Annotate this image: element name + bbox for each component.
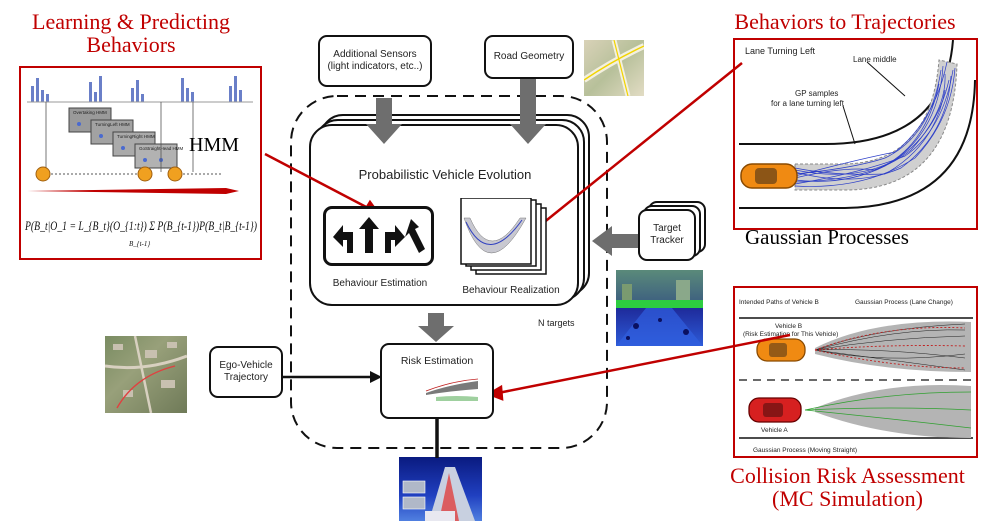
hmm-label: HMM: [189, 134, 240, 156]
gp-samples-line1: GP samples: [795, 89, 838, 98]
target-tracker-line1: Target: [653, 222, 681, 234]
trajectories-title: Behaviors to Trajectories: [700, 10, 990, 33]
hmm-figure: Overtaking HMM TurningLeft HMM TurningRi…: [24, 76, 257, 248]
gp-lane-middle: Lane middle: [853, 55, 897, 64]
risk-output-render: [399, 457, 482, 521]
risk-mini-plot: [425, 378, 479, 401]
collision-title-line1: Collision Risk Assessment: [730, 463, 965, 488]
risk-vehicle-b-line2: (Risk Estimation for This Vehicle): [743, 331, 838, 338]
road-map-thumbnail: [584, 40, 644, 96]
pve-title: Probabilistic Vehicle Evolution: [358, 167, 532, 182]
behaviour-estimation-icon: [323, 206, 434, 266]
risk-estimation-label: Risk Estimation: [400, 355, 474, 367]
additional-sensors-line1: Additional Sensors: [333, 48, 417, 60]
hmm-cell-2: TurningLeft HMM: [95, 122, 130, 127]
behaviour-estimation-label: Behaviour Estimation: [332, 278, 428, 289]
gp-lane-turning-left: Lane Turning Left: [745, 46, 816, 56]
n-targets-label: N targets: [538, 318, 575, 328]
ego-vehicle-box: Ego-Vehicle Trajectory: [209, 346, 283, 398]
hmm-sum-subscript: B_{t-1}: [129, 240, 150, 248]
risk-vehicle-a: Vehicle A: [761, 427, 788, 434]
hmm-panel: Overtaking HMM TurningLeft HMM TurningRi…: [19, 66, 262, 260]
collision-title: Collision Risk Assessment (MC Simulation…: [700, 464, 995, 510]
target-tracker-box: Target Tracker: [638, 209, 696, 261]
tracker-camera-view: [616, 270, 703, 346]
target-tracker-line2: Tracker: [650, 235, 684, 246]
additional-sensors-line2: (light indicators, etc..): [327, 61, 423, 72]
behaviour-realization-plot: [460, 198, 560, 278]
trajectories-title-text: Behaviors to Trajectories: [734, 9, 956, 34]
learning-title-line2: Behaviors: [86, 32, 176, 58]
risk-estimation-box: Risk Estimation: [380, 343, 494, 419]
ego-vehicle-line1: Ego-Vehicle: [219, 359, 273, 371]
risk-intended-paths: Intended Paths of Vehicle B: [739, 299, 819, 306]
behaviour-realization-label: Behaviour Realization: [462, 285, 560, 296]
risk-panel: Intended Paths of Vehicle B Gaussian Pro…: [733, 286, 978, 458]
gp-samples-line2: for a lane turning left: [771, 99, 845, 108]
collision-title-line2: (MC Simulation): [772, 486, 923, 512]
hmm-cell-1: Overtaking HMM: [73, 110, 107, 115]
turn-arrows-icon: [332, 217, 425, 253]
gaussian-processes-label: Gaussian Processes: [745, 225, 909, 249]
hmm-cell-3: TurningRight HMM: [117, 134, 155, 139]
learning-title: Learning & Predicting Behaviors: [0, 10, 262, 56]
risk-figure: Intended Paths of Vehicle B Gaussian Pro…: [739, 299, 973, 454]
ego-satellite-map: [105, 336, 187, 413]
road-geometry-box: Road Geometry: [484, 35, 574, 79]
additional-sensors-box: Additional Sensors (light indicators, et…: [318, 35, 432, 87]
risk-vehicle-b-line1: Vehicle B: [775, 323, 802, 330]
gp-figure: Lane Turning Left Lane middle GP samples…: [739, 40, 976, 209]
gp-panel: Lane Turning Left Lane middle GP samples…: [733, 38, 978, 230]
risk-gp-lane-change: Gaussian Process (Lane Change): [855, 299, 953, 306]
ego-vehicle-line2: Trajectory: [223, 372, 269, 383]
road-geometry-label: Road Geometry: [493, 50, 565, 62]
risk-gp-straight: Gaussian Process (Moving Straight): [753, 447, 857, 454]
learning-title-line1: Learning & Predicting: [32, 9, 230, 34]
hmm-formula: P(B_t|O_1 = L_{B_t}(O_{1:t}) Σ P(B_{t-1}…: [24, 219, 257, 233]
